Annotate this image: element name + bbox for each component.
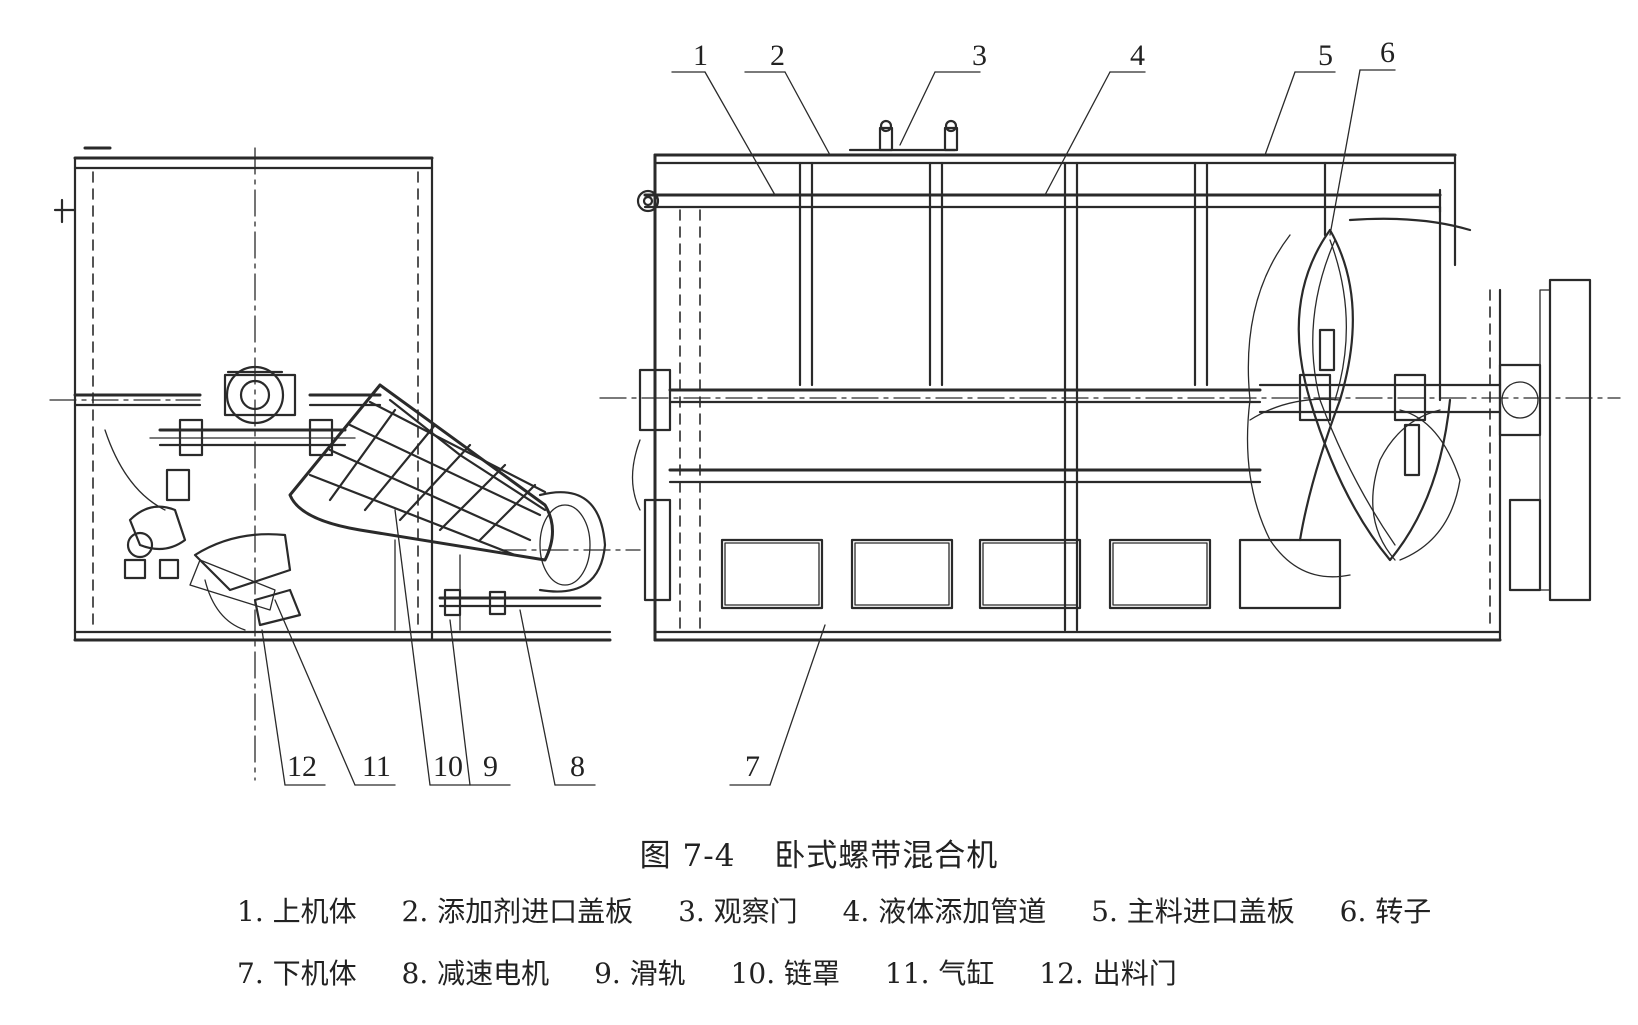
- callout-numbers: 1 2 3 4 5 6 7 8 9 10 11 12: [287, 36, 1395, 783]
- figure-number: 图 7-4: [639, 838, 736, 874]
- callout-3: 3: [972, 39, 987, 72]
- callout-7: 7: [745, 750, 760, 783]
- callout-6: 6: [1380, 36, 1395, 69]
- mixer-technical-drawing: 1 2 3 4 5 6 7 8 9 10 11 12: [49, 36, 1621, 786]
- legend-row-1: 1. 上机体 2. 添加剂进口盖板 3. 观察门 4. 液体添加管道 5. 主料…: [237, 890, 1467, 930]
- front-view: [599, 119, 1621, 642]
- legend-item-7: 7. 下机体: [237, 957, 357, 990]
- legend-item-12: 12. 出料门: [1039, 957, 1177, 990]
- callout-10: 10: [433, 750, 463, 783]
- callout-5: 5: [1318, 39, 1333, 72]
- callout-8: 8: [570, 750, 585, 783]
- figure-caption: 图 7-4 卧式螺带混合机: [0, 830, 1638, 875]
- legend-item-2: 2. 添加剂进口盖板: [401, 895, 634, 928]
- callout-2: 2: [770, 39, 785, 72]
- callout-1: 1: [693, 39, 708, 72]
- legend-item-1: 1. 上机体: [237, 895, 357, 928]
- legend-item-9: 9. 滑轨: [594, 957, 686, 990]
- legend-item-8: 8. 减速电机: [401, 957, 550, 990]
- callout-11: 11: [362, 750, 391, 783]
- callout-leaders: [261, 69, 1396, 786]
- legend-item-10: 10. 链罩: [730, 957, 841, 990]
- side-view: [49, 146, 641, 781]
- legend-item-6: 6. 转子: [1339, 895, 1432, 928]
- figure-title: 卧式螺带混合机: [774, 838, 999, 874]
- legend-row-2: 7. 下机体 8. 减速电机 9. 滑轨 10. 链罩 11. 气缸 12. 出…: [237, 952, 1213, 992]
- legend-item-4: 4. 液体添加管道: [842, 895, 1047, 928]
- legend-item-3: 3. 观察门: [678, 895, 798, 928]
- legend-item-5: 5. 主料进口盖板: [1091, 895, 1295, 928]
- callout-4: 4: [1130, 39, 1145, 72]
- legend-item-11: 11. 气缸: [884, 957, 995, 990]
- callout-12: 12: [287, 750, 317, 783]
- callout-9: 9: [483, 750, 498, 783]
